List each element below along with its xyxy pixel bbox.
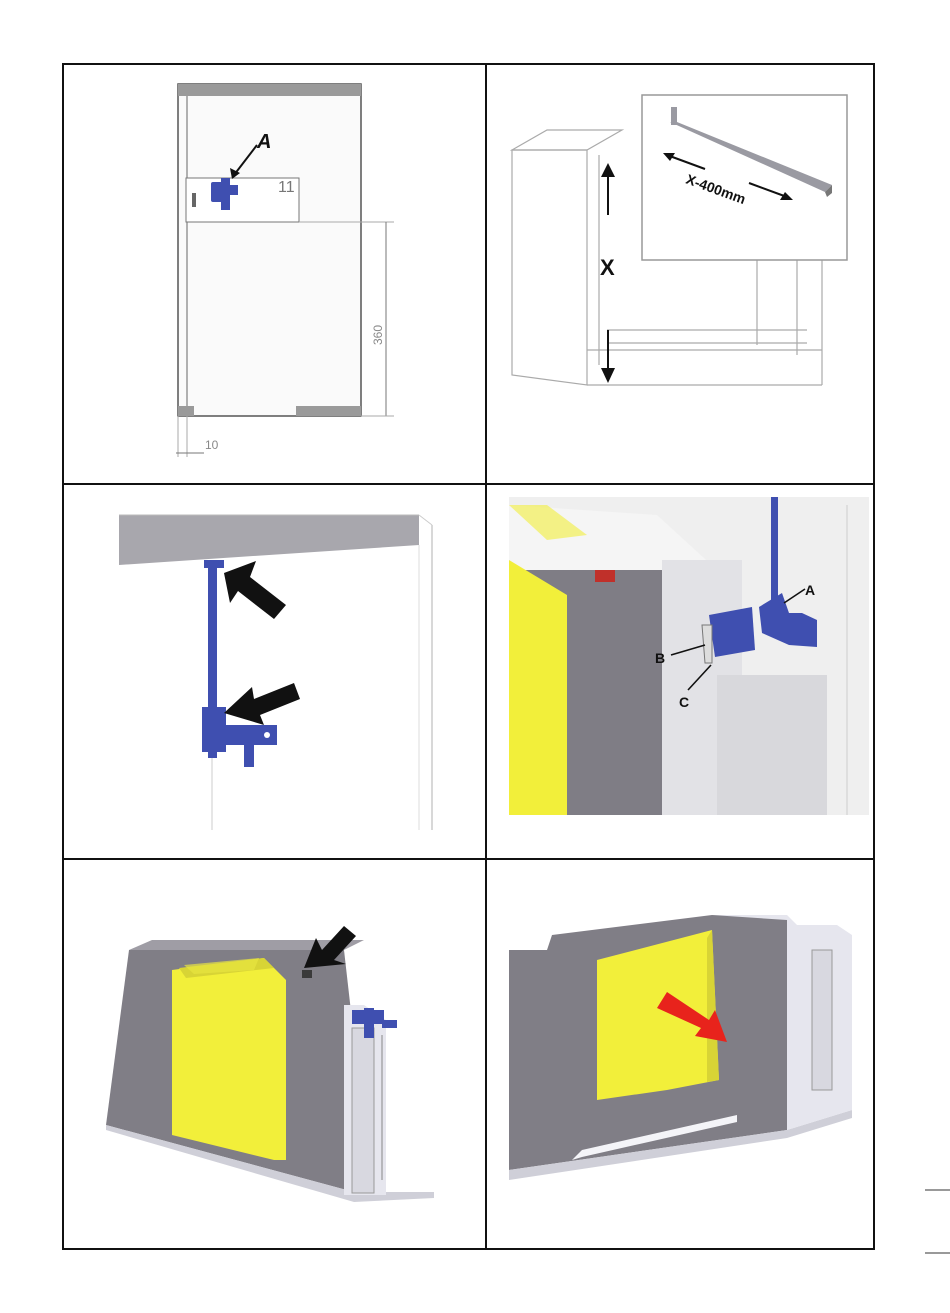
svg-text:11: 11 — [278, 179, 295, 196]
dim-10-label: 10 — [205, 438, 219, 452]
height-x-label: X — [600, 255, 615, 280]
panel-4-bracket-attachment-detail: A B C — [487, 485, 873, 858]
panel-2-cabinet-rail-measurement: X-400mm X — [487, 65, 873, 483]
dim-360-label: 360 — [371, 325, 385, 345]
arrow-top-icon — [224, 561, 286, 619]
margin-mark-bottom — [925, 1252, 950, 1254]
callout-a-label: A — [256, 131, 271, 153]
panel-5-hood-assembly-arrow — [64, 860, 485, 1248]
arrow-bottom-icon — [224, 683, 300, 725]
panel-1-cabinet-side-drawing: 11 A 360 10 — [64, 65, 485, 483]
callout-b-label: B — [655, 650, 665, 666]
callout-c-label: C — [679, 694, 689, 710]
panel-6-hood-underside-arrow — [487, 860, 873, 1248]
panel-3-threaded-rod-mount — [64, 485, 485, 858]
margin-mark-top — [925, 1189, 950, 1191]
callout-a-label: A — [805, 582, 815, 598]
